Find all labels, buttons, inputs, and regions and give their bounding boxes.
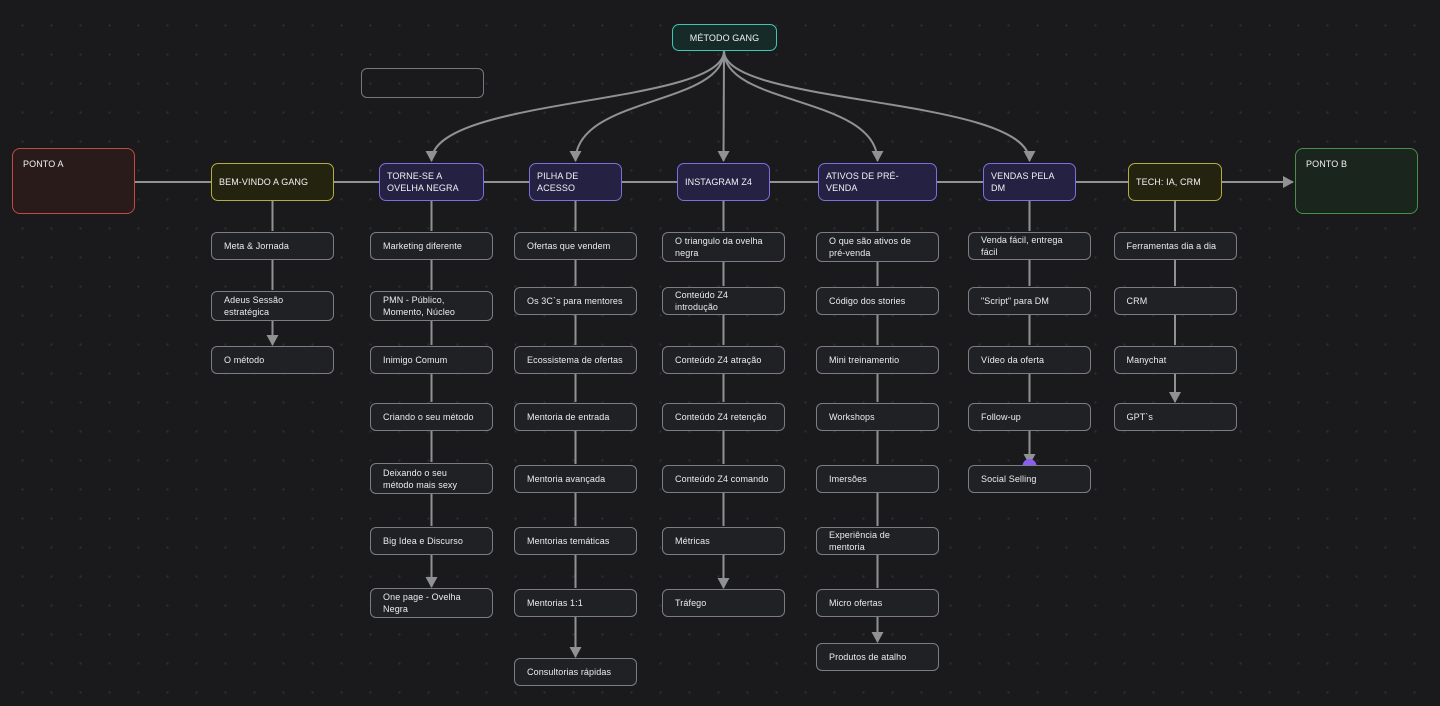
node-ponto-a[interactable]: PONTO A <box>12 148 135 214</box>
node-item[interactable]: Consultorias rápidas <box>514 658 637 686</box>
node-item[interactable]: Mentoria avançada <box>514 465 637 493</box>
node-item[interactable]: Produtos de atalho <box>816 643 939 671</box>
node-item[interactable]: Os 3C`s para mentores <box>514 287 637 315</box>
node-header[interactable]: ATIVOS DE PRÉ-VENDA <box>818 163 937 201</box>
node-header[interactable]: TECH: IA, CRM <box>1128 163 1222 201</box>
node-item[interactable]: Micro ofertas <box>816 589 939 617</box>
node-metodo-gang[interactable]: MÉTODO GANG <box>672 24 777 51</box>
node-item[interactable]: Imersões <box>816 465 939 493</box>
node-item[interactable]: Tráfego <box>662 589 785 617</box>
node-header[interactable]: INSTAGRAM Z4 <box>677 163 770 201</box>
node-item[interactable]: Mentorias temáticas <box>514 527 637 555</box>
node-item[interactable]: O método <box>211 346 334 374</box>
node-item[interactable]: Criando o seu método <box>370 403 493 431</box>
node-item[interactable]: Código dos stories <box>816 287 939 315</box>
node-item[interactable]: Métricas <box>662 527 785 555</box>
node-item[interactable]: Ecossistema de ofertas <box>514 346 637 374</box>
node-item[interactable]: Mini treinamentio <box>816 346 939 374</box>
node-item[interactable]: O que são ativos de pré-venda <box>816 232 939 262</box>
node-item[interactable]: "Script" para DM <box>968 287 1091 315</box>
node-item[interactable]: One page - Ovelha Negra <box>370 588 493 618</box>
node-header[interactable]: PILHA DE ACESSO <box>529 163 622 201</box>
node-item[interactable]: Ferramentas dia a dia <box>1113 232 1237 260</box>
node-item[interactable]: Marketing diferente <box>370 232 493 260</box>
node-item[interactable]: Conteúdo Z4 atração <box>662 346 785 374</box>
node-item[interactable]: Mentorias 1:1 <box>514 589 637 617</box>
node-item[interactable]: Manychat <box>1113 346 1237 374</box>
node-item[interactable]: Conteúdo Z4 comando <box>662 465 785 493</box>
node-header[interactable]: TORNE-SE A OVELHA NEGRA <box>379 163 484 201</box>
node-item[interactable]: Adeus Sessão estratégica <box>211 291 334 321</box>
node-item[interactable]: PMN - Público, Momento, Núcleo <box>370 291 493 321</box>
node-item[interactable]: O triangulo da ovelha negra <box>662 232 785 262</box>
node-item[interactable]: Conteúdo Z4 retenção <box>662 403 785 431</box>
node-item[interactable]: Big Idea e Discurso <box>370 527 493 555</box>
node-item[interactable]: CRM <box>1113 287 1237 315</box>
node-ponto-b[interactable]: PONTO B <box>1295 148 1418 214</box>
node-item[interactable]: Inimigo Comum <box>370 346 493 374</box>
node-item[interactable]: Workshops <box>816 403 939 431</box>
node-item[interactable]: GPT`s <box>1113 403 1237 431</box>
node-empty[interactable] <box>361 68 484 98</box>
node-header[interactable]: BEM-VINDO A GANG <box>211 163 334 201</box>
node-item[interactable]: Ofertas que vendem <box>514 232 637 260</box>
node-header[interactable]: VENDAS PELA DM <box>983 163 1076 201</box>
node-item[interactable]: Mentoria de entrada <box>514 403 637 431</box>
node-item[interactable]: Deixando o seu método mais sexy <box>370 463 493 494</box>
node-item[interactable]: Conteúdo Z4 introdução <box>662 287 785 315</box>
node-item[interactable]: Venda fácil, entrega fácil <box>968 232 1091 260</box>
node-item[interactable]: Experiência de mentoria <box>816 527 939 555</box>
node-item[interactable]: Meta & Jornada <box>211 232 334 260</box>
node-item[interactable]: Vídeo da oferta <box>968 346 1091 374</box>
node-item[interactable]: Follow-up <box>968 403 1091 431</box>
node-item[interactable]: Social Selling <box>968 465 1091 493</box>
